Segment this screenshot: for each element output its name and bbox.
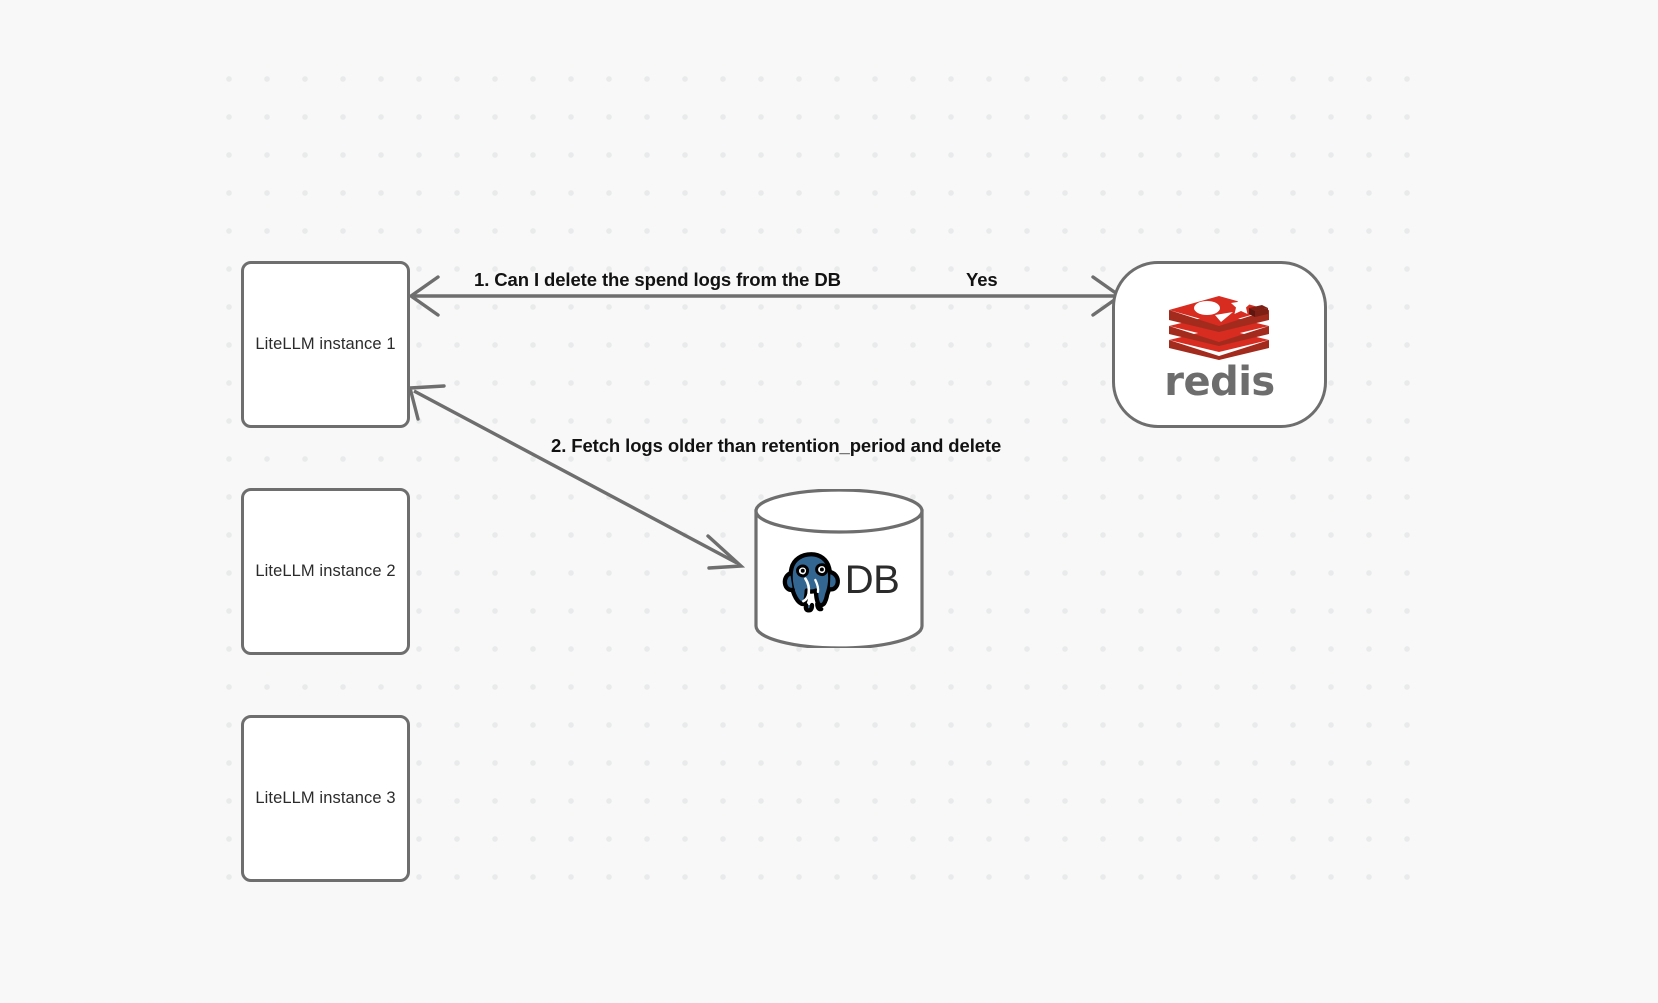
edge-label-fetch-delete: 2. Fetch logs older than retention_perio… [551,435,1002,456]
node-label-litellm-3: LiteLLM instance 3 [255,789,396,807]
edge-label-response: Yes [966,269,998,290]
node-database[interactable]: DB [753,489,925,648]
arrowhead-downright-edge-2 [706,534,746,570]
redis-wordmark: redis [1164,358,1275,405]
arrowhead-left-edge-1 [408,275,440,317]
node-litellm-instance-3[interactable]: LiteLLM instance 3 [241,715,410,882]
node-label-litellm-2: LiteLLM instance 2 [255,562,396,580]
db-label: DB [844,557,900,602]
redis-stack-icon [1169,295,1270,360]
edge-label-request: 1. Can I delete the spend logs from the … [474,269,841,290]
arrowhead-upleft-edge-2 [407,384,446,421]
node-redis[interactable]: redis [1112,261,1327,428]
edge-litellm1-db [407,384,746,570]
node-litellm-instance-2[interactable]: LiteLLM instance 2 [241,488,410,655]
db-content: DB [753,489,925,648]
node-litellm-instance-1[interactable]: LiteLLM instance 1 [241,261,410,428]
node-label-litellm-1: LiteLLM instance 1 [255,335,396,353]
edge-line-2 [413,389,738,565]
postgresql-elephant-icon [782,551,840,613]
redis-logo-wrap: redis [1164,290,1275,402]
